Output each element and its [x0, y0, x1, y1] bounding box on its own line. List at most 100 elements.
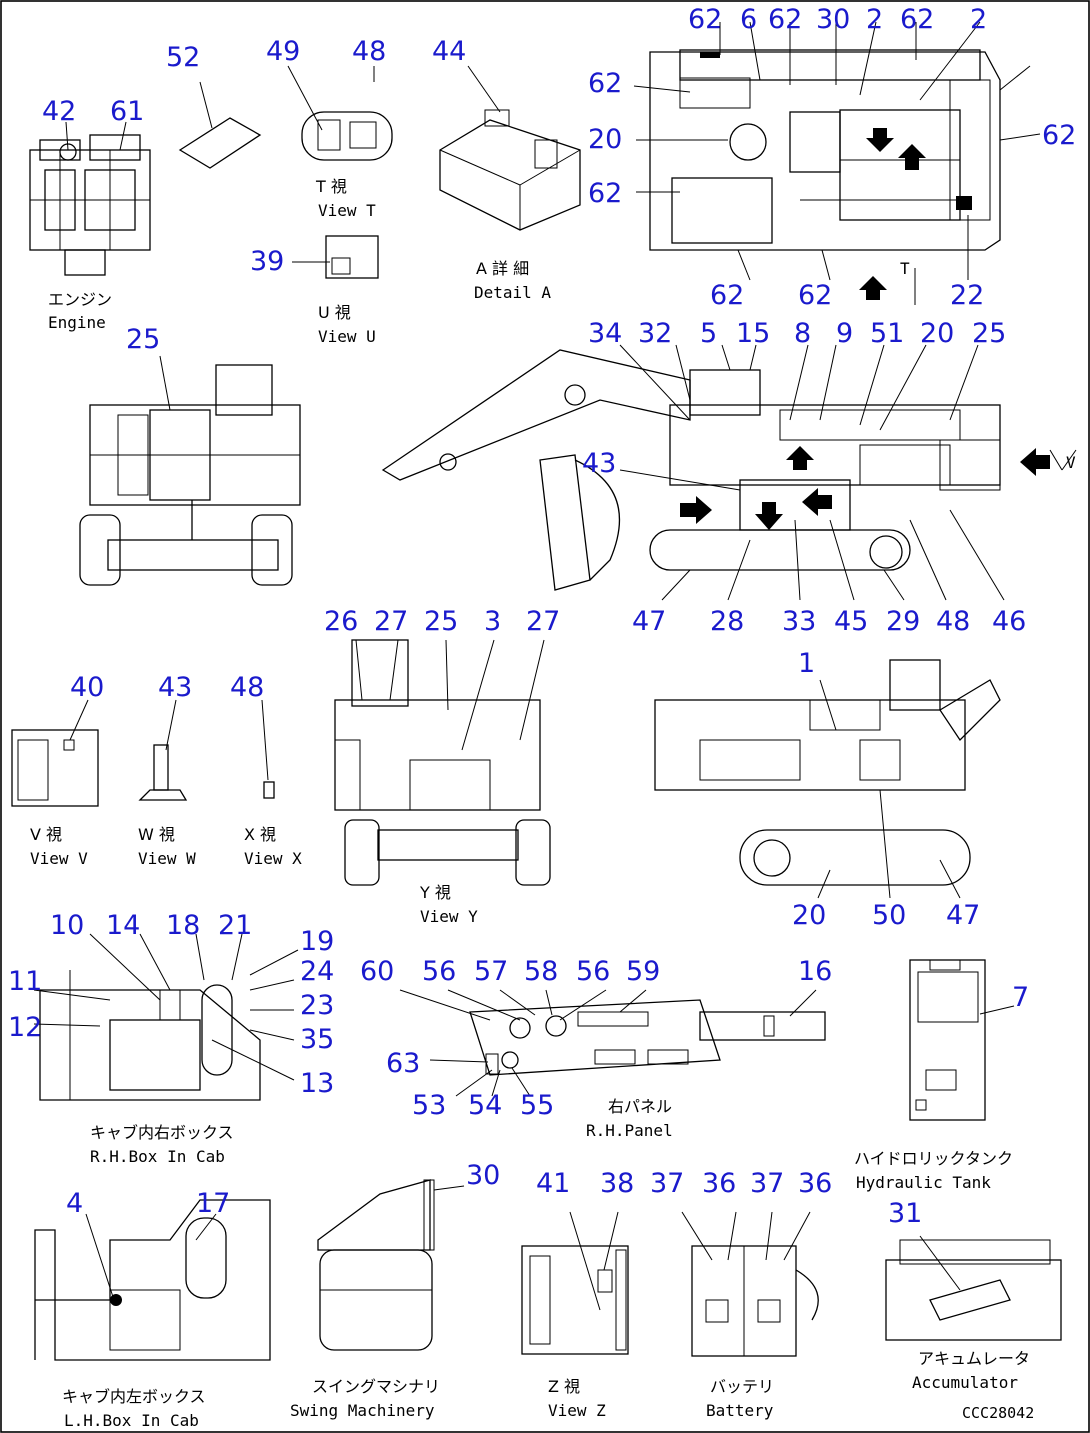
- callout-10: 10: [50, 910, 84, 941]
- callout-19: 19: [300, 926, 334, 957]
- callout-55: 55: [520, 1090, 554, 1121]
- view-vwx-illustrations: [11, 699, 275, 807]
- callout-20: 20: [792, 900, 826, 931]
- callout-11: 11: [8, 966, 42, 997]
- callout-62: 62: [900, 4, 934, 35]
- callout-62: 62: [1042, 120, 1076, 151]
- callout-47: 47: [632, 606, 666, 637]
- callout-12: 12: [8, 1012, 42, 1043]
- callout-60: 60: [360, 956, 394, 987]
- callout-62: 62: [710, 280, 744, 311]
- callout-1: 1: [798, 648, 815, 679]
- rh-panel-illustration: [399, 989, 826, 1097]
- callout-49: 49: [266, 36, 300, 67]
- callout-21: 21: [218, 910, 252, 941]
- callout-43: 43: [582, 448, 616, 479]
- callout-16: 16: [798, 956, 832, 987]
- drawing-code: CCC28042: [962, 1404, 1034, 1422]
- rh-panel-caption: R.H.Panel: [586, 1121, 673, 1140]
- view-u-caption-jp: U 視: [318, 303, 351, 322]
- callout-36: 36: [702, 1168, 736, 1199]
- detail-a-illustration: [439, 65, 581, 231]
- view-u-caption: View U: [318, 327, 376, 346]
- callout-17: 17: [196, 1188, 230, 1219]
- callout-37: 37: [750, 1168, 784, 1199]
- callout-6: 6: [740, 4, 757, 35]
- callout-22: 22: [950, 280, 984, 311]
- callout-45: 45: [834, 606, 868, 637]
- rh-box-illustration: [33, 933, 299, 1101]
- hydraulic-tank-caption: Hydraulic Tank: [856, 1173, 991, 1192]
- view-t-marker: T: [900, 259, 910, 278]
- view-v-caption: View V: [30, 849, 88, 868]
- callout-27: 27: [526, 606, 560, 637]
- view-t-caption-jp: T 視: [315, 177, 347, 196]
- view-t-caption: View T: [318, 201, 376, 220]
- callout-24: 24: [300, 956, 334, 987]
- lh-box-illustration: [34, 1199, 271, 1361]
- swing-machinery-illustration: [317, 1179, 465, 1351]
- callout-23: 23: [300, 990, 334, 1021]
- hydraulic-tank-caption-jp: ハイドロリックタンク: [854, 1149, 1013, 1168]
- callout-20: 20: [920, 318, 954, 349]
- callout-25: 25: [126, 324, 160, 355]
- view-x-caption: View X: [244, 849, 302, 868]
- callout-7: 7: [1012, 982, 1029, 1013]
- view-u-illustration: [292, 235, 379, 279]
- front-view-illustration: [79, 355, 301, 586]
- accumulator-caption: Accumulator: [912, 1373, 1018, 1392]
- callout-25: 25: [424, 606, 458, 637]
- callout-42: 42: [42, 96, 76, 127]
- callout-31: 31: [888, 1198, 922, 1229]
- rh-panel-caption-jp: 右パネル: [608, 1097, 672, 1116]
- callout-62: 62: [688, 4, 722, 35]
- callout-35: 35: [300, 1024, 334, 1055]
- rh-box-caption-jp: キャブ内右ボックス: [90, 1123, 234, 1142]
- callout-41: 41: [536, 1168, 570, 1199]
- callout-5: 5: [700, 318, 717, 349]
- detail-a-caption-jp: A 詳 細: [476, 259, 529, 278]
- callout-57: 57: [474, 956, 508, 987]
- callout-47: 47: [946, 900, 980, 931]
- callout-52: 52: [166, 42, 200, 73]
- view-v-marker: V: [1066, 453, 1076, 472]
- callout-46: 46: [992, 606, 1026, 637]
- callout-15: 15: [736, 318, 770, 349]
- accumulator-illustration: [885, 1235, 1062, 1341]
- callout-4: 4: [66, 1188, 83, 1219]
- callout-37: 37: [650, 1168, 684, 1199]
- callout-20: 20: [588, 124, 622, 155]
- callout-48: 48: [936, 606, 970, 637]
- view-y-caption: View Y: [420, 907, 478, 926]
- lh-box-caption-jp: キャブ内左ボックス: [62, 1387, 206, 1406]
- callout-56: 56: [422, 956, 456, 987]
- view-t-illustration: [287, 65, 393, 161]
- callout-62: 62: [588, 68, 622, 99]
- callout-9: 9: [836, 318, 853, 349]
- view-z-caption-jp: Z 視: [548, 1377, 580, 1396]
- lh-box-caption: L.H.Box In Cab: [64, 1411, 199, 1430]
- swing-machinery-caption: Swing Machinery: [290, 1401, 435, 1420]
- callout-63: 63: [386, 1048, 420, 1079]
- callout-18: 18: [166, 910, 200, 941]
- decal-52-illustration: [178, 81, 262, 169]
- side-view-illustration: [381, 344, 1077, 601]
- callout-39: 39: [250, 246, 284, 277]
- callout-8: 8: [794, 318, 811, 349]
- callout-62: 62: [798, 280, 832, 311]
- callout-56: 56: [576, 956, 610, 987]
- callout-44: 44: [432, 36, 466, 67]
- callout-33: 33: [782, 606, 816, 637]
- battery-caption: Battery: [706, 1401, 774, 1420]
- view-w-caption: View W: [138, 849, 196, 868]
- detail-a-caption: Detail A: [474, 283, 551, 302]
- callout-28: 28: [710, 606, 744, 637]
- view-y-illustration: [334, 639, 551, 886]
- battery-illustration: [681, 1211, 819, 1357]
- callout-25: 25: [972, 318, 1006, 349]
- callout-59: 59: [626, 956, 660, 987]
- callout-27: 27: [374, 606, 408, 637]
- callout-48: 48: [352, 36, 386, 67]
